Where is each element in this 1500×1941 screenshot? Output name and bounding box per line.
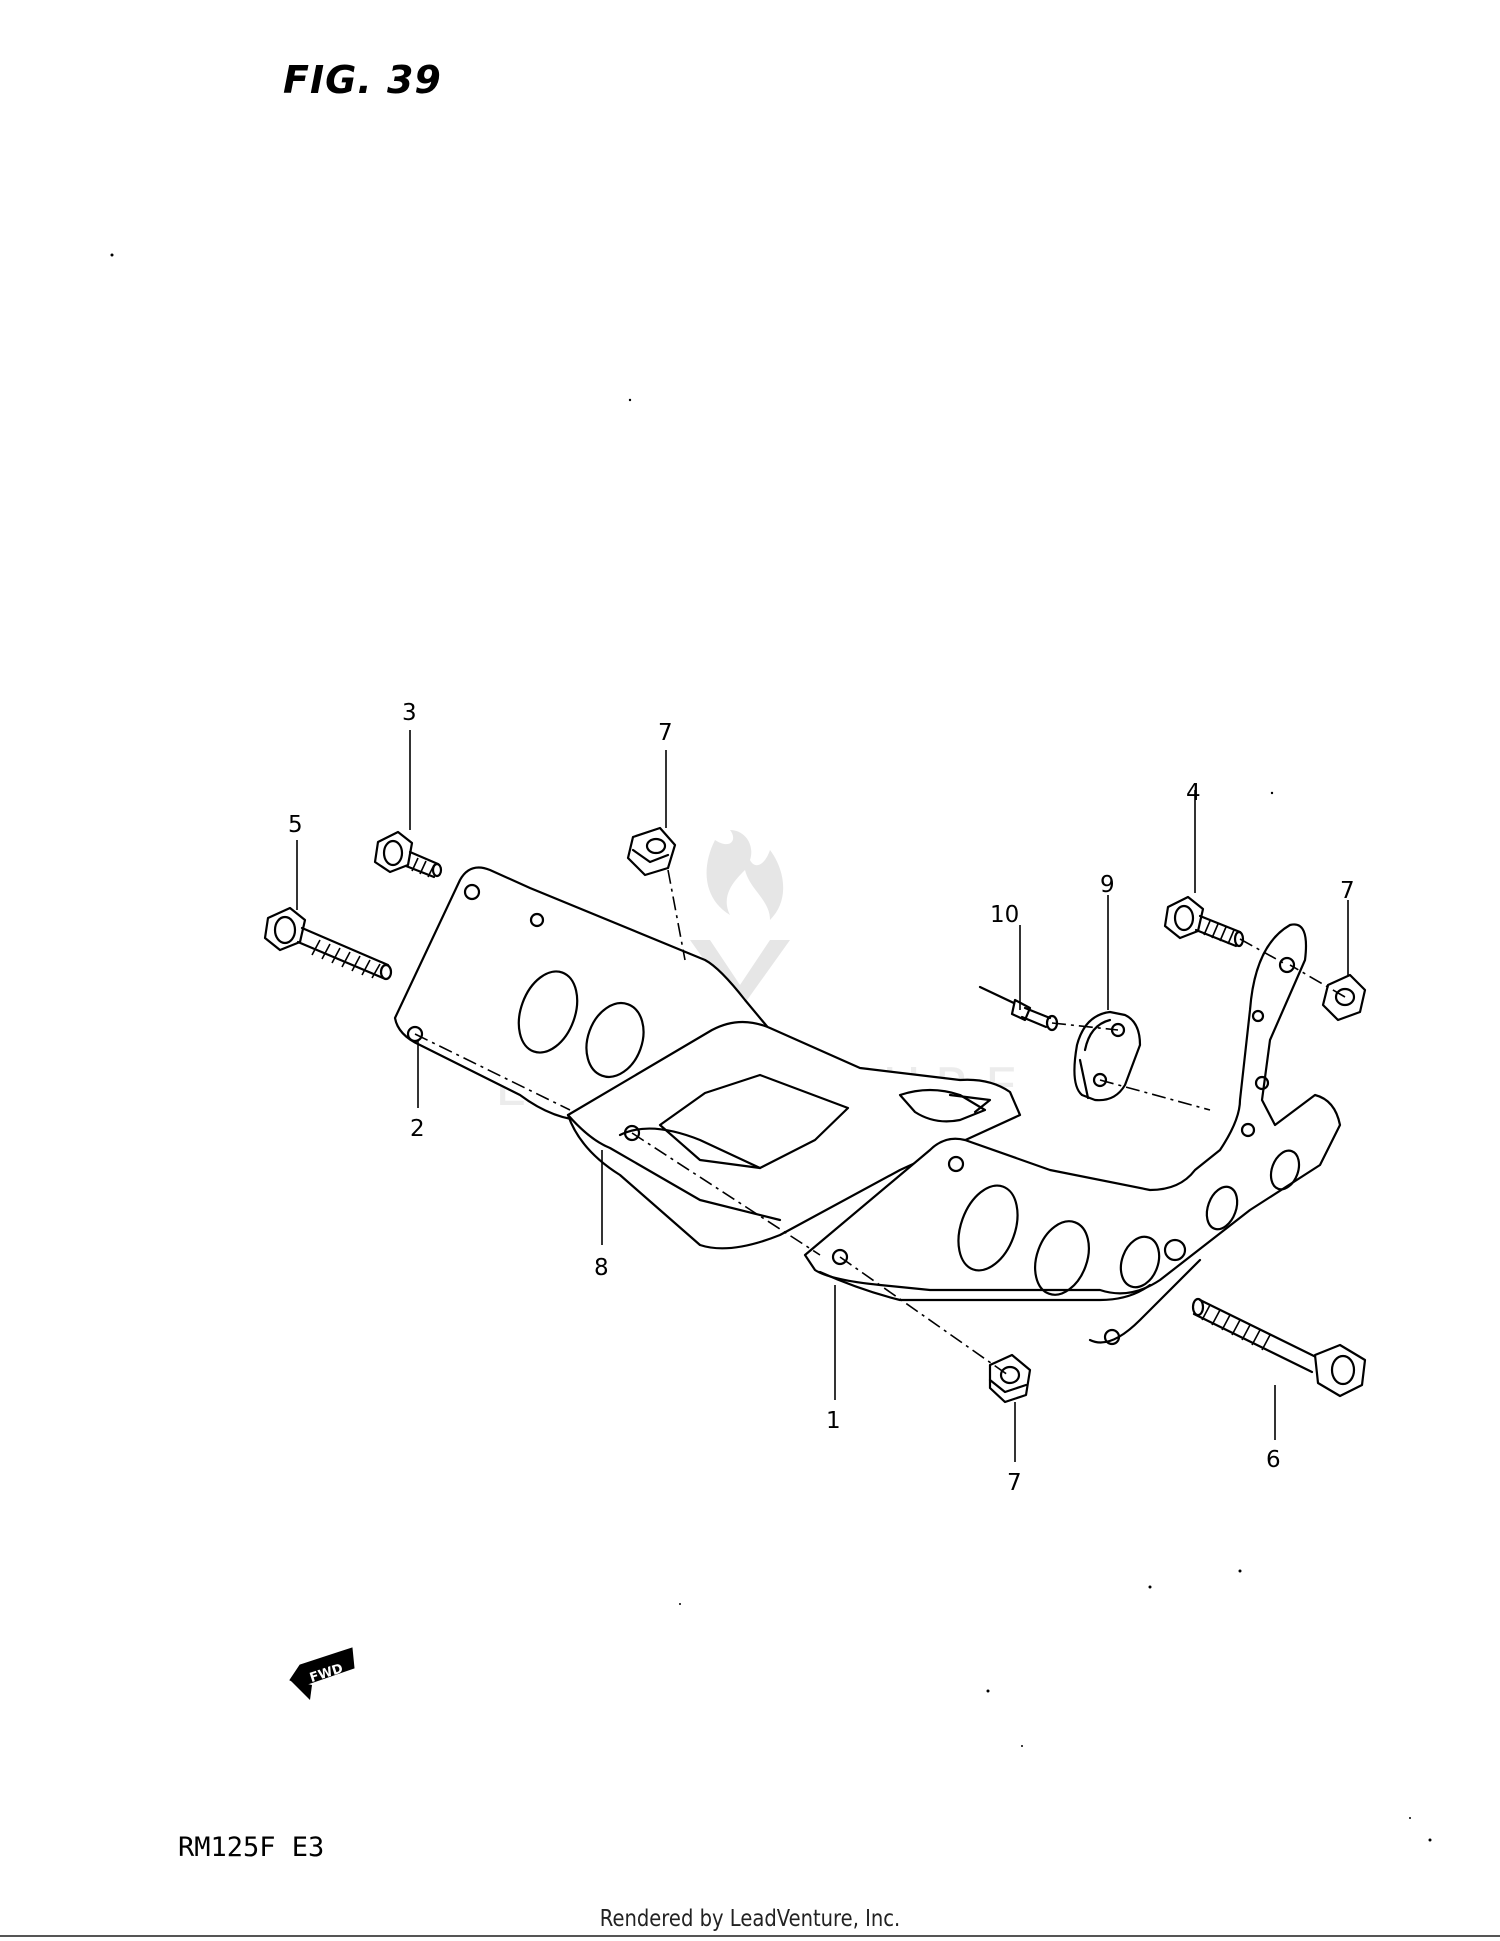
callout-numbers: 5 3 7 4 7 9 10 2 8 1 7 6 bbox=[288, 700, 1355, 1496]
scan-specks bbox=[110, 253, 1432, 1842]
callout-7-lower: 7 bbox=[1007, 1470, 1022, 1496]
part-9-spacer bbox=[1073, 1010, 1142, 1102]
part-7-nut-right bbox=[1321, 973, 1367, 1022]
part-1-right-bracket bbox=[803, 923, 1342, 1346]
part-10-rivet-pin bbox=[978, 985, 1059, 1032]
part-4-bolt bbox=[1163, 895, 1245, 948]
callout-7-upper: 7 bbox=[658, 720, 673, 746]
callout-leaders bbox=[296, 730, 1349, 1462]
footer-divider bbox=[0, 1935, 1500, 1937]
callout-10: 10 bbox=[990, 902, 1019, 928]
assembly-lines bbox=[414, 869, 1346, 1376]
callout-3: 3 bbox=[402, 700, 417, 726]
callout-5: 5 bbox=[288, 812, 303, 838]
part-3-short-bolt bbox=[373, 830, 443, 879]
callout-1: 1 bbox=[826, 1408, 841, 1434]
callout-6: 6 bbox=[1266, 1447, 1281, 1473]
callout-7-right: 7 bbox=[1340, 878, 1355, 904]
callout-4: 4 bbox=[1186, 780, 1201, 806]
part-7-nut-lower bbox=[988, 1353, 1032, 1404]
figure-title: FIG. 39 bbox=[283, 58, 442, 102]
footer-credit: Rendered by LeadVenture, Inc. bbox=[599, 1906, 901, 1932]
callout-8: 8 bbox=[594, 1255, 609, 1281]
part-6-long-bolt bbox=[1191, 1297, 1367, 1398]
model-code: RM125F E3 bbox=[178, 1832, 325, 1863]
forward-direction-arrow: FWD bbox=[289, 1647, 355, 1700]
part-5-long-bolt bbox=[263, 906, 393, 981]
callout-2: 2 bbox=[410, 1116, 425, 1142]
callout-9: 9 bbox=[1100, 872, 1115, 898]
part-7-nut-upper bbox=[626, 826, 677, 877]
part-8-cross-member bbox=[566, 1020, 1022, 1250]
